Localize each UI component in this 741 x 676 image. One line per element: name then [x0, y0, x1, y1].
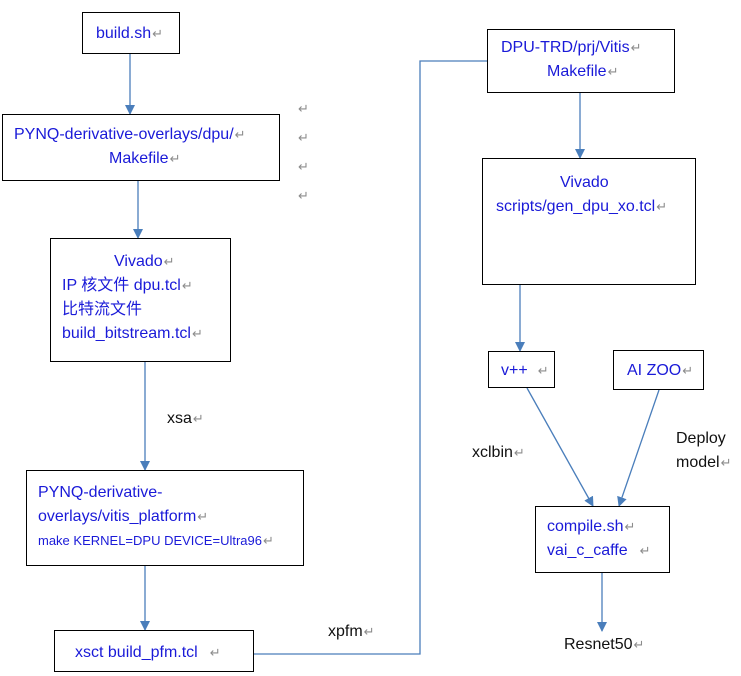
label-xpfm: xpfm↵ — [328, 623, 375, 640]
box-vivado-right: Vivado scripts/gen_dpu_xo.tcl↵ — [482, 158, 696, 285]
label-xsa: xsa↵ — [167, 410, 204, 427]
box-dpu-trd: DPU-TRD/prj/Vitis↵ Makefile↵ — [487, 29, 675, 93]
label-deploy-model: Deploy model↵ — [676, 430, 732, 471]
box-xsct: xsct build_pfm.tcl↵ — [54, 630, 254, 672]
arrow-aizoo-to-compile — [617, 389, 660, 507]
label-resnet50: Resnet50↵ — [564, 636, 645, 653]
box-build-sh: build.sh↵ — [82, 12, 180, 54]
box-ai-zoo: AI ZOO↵ — [613, 350, 704, 390]
box-pynq-dpu-makefile: PYNQ-derivative-overlays/dpu/↵ Makefile↵ — [2, 114, 280, 181]
arrow-vpp-to-compile — [526, 387, 594, 507]
box-compile: compile.sh↵ vai_c_caffe↵ — [535, 506, 670, 573]
box-vpp: v++↵ — [488, 351, 555, 388]
box-vivado-left: Vivado↵ IP 核文件 dpu.tcl↵ 比特流文件 build_bits… — [50, 238, 231, 362]
paragraph-marks: ↵ ↵ ↵ ↵ — [298, 101, 309, 203]
label-xclbin: xclbin↵ — [472, 444, 525, 461]
box-vitis-platform: PYNQ-derivative- overlays/vitis_platform… — [26, 470, 304, 566]
arrow-xsct-to-dpu-trd — [254, 60, 487, 655]
